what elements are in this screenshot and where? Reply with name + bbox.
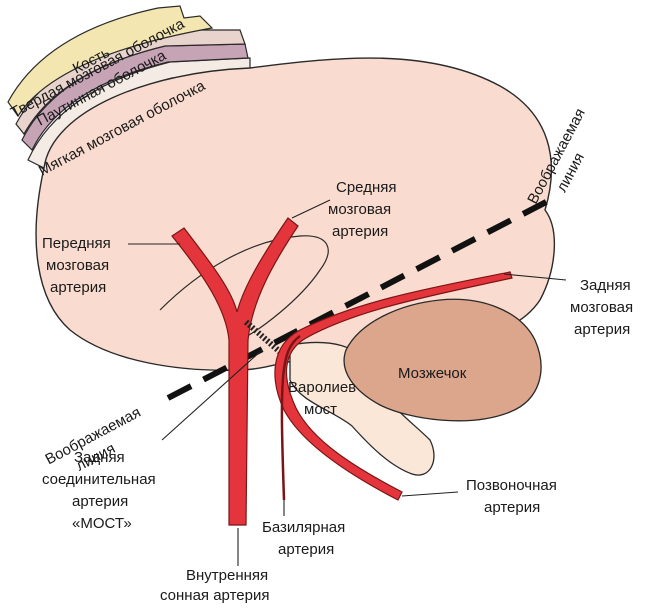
label-basilar-2: артерия <box>278 541 334 558</box>
label-postcomm-1: Задняя <box>74 449 125 466</box>
label-middle-1: Средняя <box>336 179 396 196</box>
label-postcomm-2: соединительная <box>42 471 156 488</box>
label-middle-3: артерия <box>332 223 388 240</box>
label-pons-2: мост <box>304 401 337 418</box>
label-cerebellum: Мозжечок <box>398 365 467 382</box>
label-vertebral-2: артерия <box>484 499 540 516</box>
label-middle-2: мозговая <box>328 201 391 218</box>
label-internal-carotid-2: сонная артерия <box>160 587 269 604</box>
label-posterior-1: Задняя <box>580 277 631 294</box>
label-vertebral-1: Позвоночная <box>466 477 557 494</box>
label-pons-1: Варолиев <box>288 379 356 396</box>
label-anterior-1: Передняя <box>42 235 111 252</box>
label-postcomm-3: артерия <box>72 493 128 510</box>
label-internal-carotid-1: Внутренняя <box>186 567 268 584</box>
label-basilar-1: Базилярная <box>262 519 345 536</box>
label-posterior-2: мозговая <box>570 299 633 316</box>
label-anterior-2: мозговая <box>46 257 109 274</box>
label-anterior-3: артерия <box>50 279 106 296</box>
label-posterior-3: артерия <box>574 321 630 338</box>
leader-vertebral <box>402 492 458 496</box>
label-postcomm-4: «МОСТ» <box>72 515 132 532</box>
